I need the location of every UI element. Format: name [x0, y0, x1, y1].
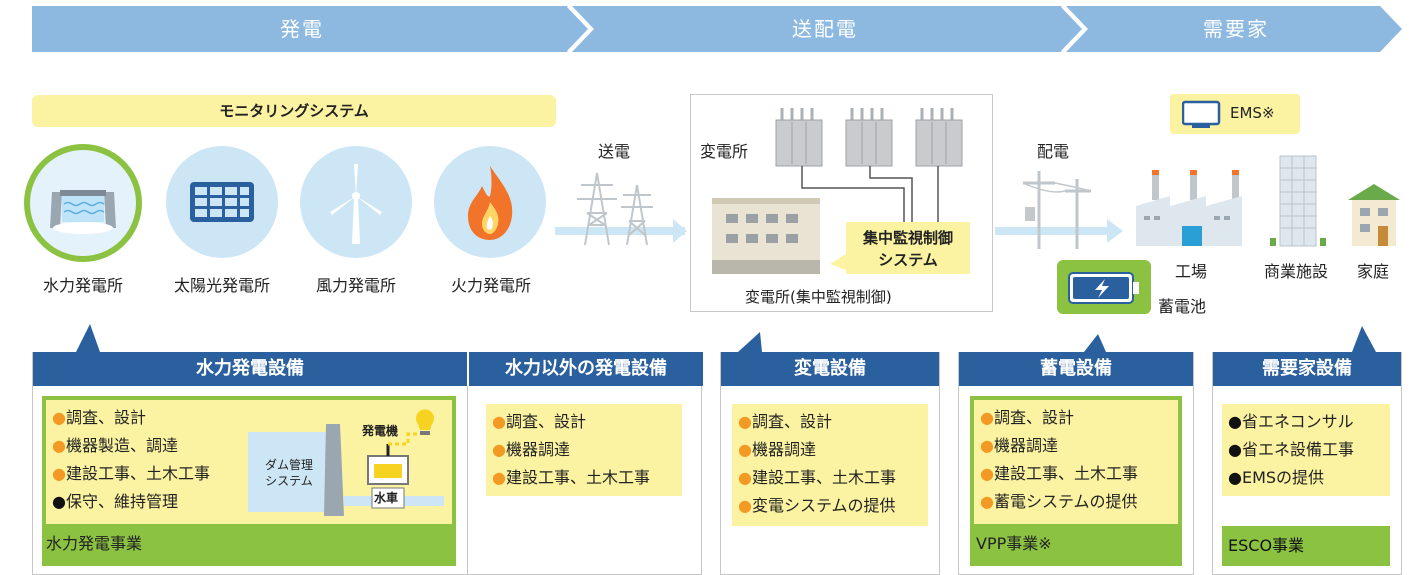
card-divider — [467, 386, 468, 575]
stage-transmission-label: 送配電 — [792, 17, 858, 41]
hydro-item-3: ●建設工事、土木工事 — [52, 464, 210, 483]
hydro-item-4: ●保守、維持管理 — [52, 492, 178, 511]
other-services-list: ●調査、設計 ●機器調達 ●建設工事、土木工事 — [486, 404, 682, 496]
distribution-label: 配電 — [1037, 142, 1070, 161]
dam-management-label: ダム管理システム — [264, 458, 313, 488]
other-item-3: ●建設工事、土木工事 — [492, 468, 650, 487]
callout-line-1: 集中監視制御 — [862, 229, 953, 247]
factory-label: 工場 — [1175, 262, 1208, 281]
substation-item-3: ●建設工事、土木工事 — [738, 468, 896, 487]
consumer-item-1: ●省エネコンサル — [1228, 412, 1354, 431]
flame-icon — [468, 166, 513, 240]
substation-item-1: ●調査、設計 — [738, 412, 832, 431]
dam-icon — [50, 190, 116, 234]
solar-plant-circle — [166, 146, 278, 258]
stage-generation: 発電 — [32, 6, 572, 52]
substation-item-4: ●変電システムの提供 — [738, 496, 896, 515]
stage-transmission: 送配電 — [590, 6, 1060, 52]
hydro-item-2: ●機器製造、調達 — [52, 436, 178, 455]
stage-generation-label: 発電 — [280, 17, 324, 41]
hydro-card-title: 水力発電設備 — [33, 352, 467, 386]
battery-badge — [1057, 260, 1151, 314]
commercial-building-icon — [1270, 155, 1326, 247]
card-pointers — [76, 324, 1376, 352]
substation-item-2: ●機器調達 — [738, 440, 816, 459]
hydro-business-label: 水力発電事業 — [46, 534, 143, 553]
storage-item-4: ●蓄電システムの提供 — [980, 492, 1138, 511]
storage-services-list: ●調査、設計 ●機器調達 ●建設工事、土木工事 ●蓄電システムの提供 — [974, 400, 1178, 524]
battery-label: 蓄電池 — [1158, 297, 1207, 316]
wind-plant-circle — [300, 146, 412, 258]
waterwheel-label: 水車 — [374, 491, 399, 505]
other-item-2: ●機器調達 — [492, 440, 570, 459]
ems-label: EMS※ — [1230, 104, 1275, 122]
substation-services-list: ●調査、設計 ●機器調達 ●建設工事、土木工事 ●変電システムの提供 — [732, 404, 928, 526]
commercial-label: 商業施設 — [1264, 262, 1329, 281]
other-card-title: 水力以外の発電設備 — [468, 352, 703, 386]
substation-label: 変電所 — [700, 142, 749, 161]
consumer-services-list: ●省エネコンサル ●省エネ設備工事 ●EMSの提供 — [1222, 404, 1390, 496]
substation-illustration — [712, 108, 963, 274]
consumer-buildings-illustration — [1136, 155, 1400, 247]
stage-consumer-label: 需要家 — [1203, 17, 1269, 41]
factory-icon — [1136, 170, 1242, 246]
wind-turbine-icon — [330, 164, 382, 244]
other-item-1: ●調査、設計 — [492, 412, 586, 431]
home-label: 家庭 — [1357, 262, 1390, 281]
storage-item-1: ●調査、設計 — [980, 408, 1074, 427]
substation-card-title: 変電設備 — [721, 352, 939, 386]
central-control-callout: 集中監視制御 システム — [846, 222, 970, 274]
storage-item-3: ●建設工事、土木工事 — [980, 464, 1138, 483]
thermal-plant-circle — [434, 146, 546, 258]
stage-consumer: 需要家 — [1086, 6, 1386, 52]
hydro-system-illustration — [248, 409, 444, 516]
solar-panel-icon — [190, 182, 254, 222]
generator-label: 発電機 — [362, 424, 399, 438]
consumer-item-2: ●省エネ設備工事 — [1228, 440, 1354, 459]
hydro-item-1: ●調査、設計 — [52, 408, 146, 427]
monitor-icon — [1182, 100, 1221, 128]
transformer-icons — [775, 108, 963, 167]
callout-line-2: システム — [878, 251, 938, 269]
ems-badge: EMS※ — [1170, 94, 1300, 134]
consumer-business-label: ESCO事業 — [1222, 526, 1390, 566]
hydro-plant-label: 水力発電所 — [42, 276, 123, 295]
thermal-plant-label: 火力発電所 — [450, 276, 531, 295]
hydro-plant-circle — [24, 144, 142, 262]
battery-icon — [1068, 272, 1139, 304]
storage-business-label: VPP事業※ — [976, 534, 1052, 553]
distribution-pole-icon — [995, 171, 1123, 249]
transmission-tower-icon — [555, 172, 687, 246]
transmission-label: 送電 — [598, 142, 631, 161]
substation-caption: 変電所(集中監視制御) — [745, 288, 892, 306]
house-icon — [1348, 184, 1400, 246]
consumer-card-title: 需要家設備 — [1213, 352, 1401, 386]
flow-chevrons — [32, 4, 1402, 54]
storage-item-2: ●機器調達 — [980, 436, 1058, 455]
wind-plant-label: 風力発電所 — [315, 276, 396, 295]
consumer-item-3: ●EMSの提供 — [1228, 468, 1325, 487]
solar-plant-label: 太陽光発電所 — [173, 276, 270, 295]
monitoring-system-banner: モニタリングシステム — [32, 95, 556, 127]
storage-card-title: 蓄電設備 — [959, 352, 1193, 386]
